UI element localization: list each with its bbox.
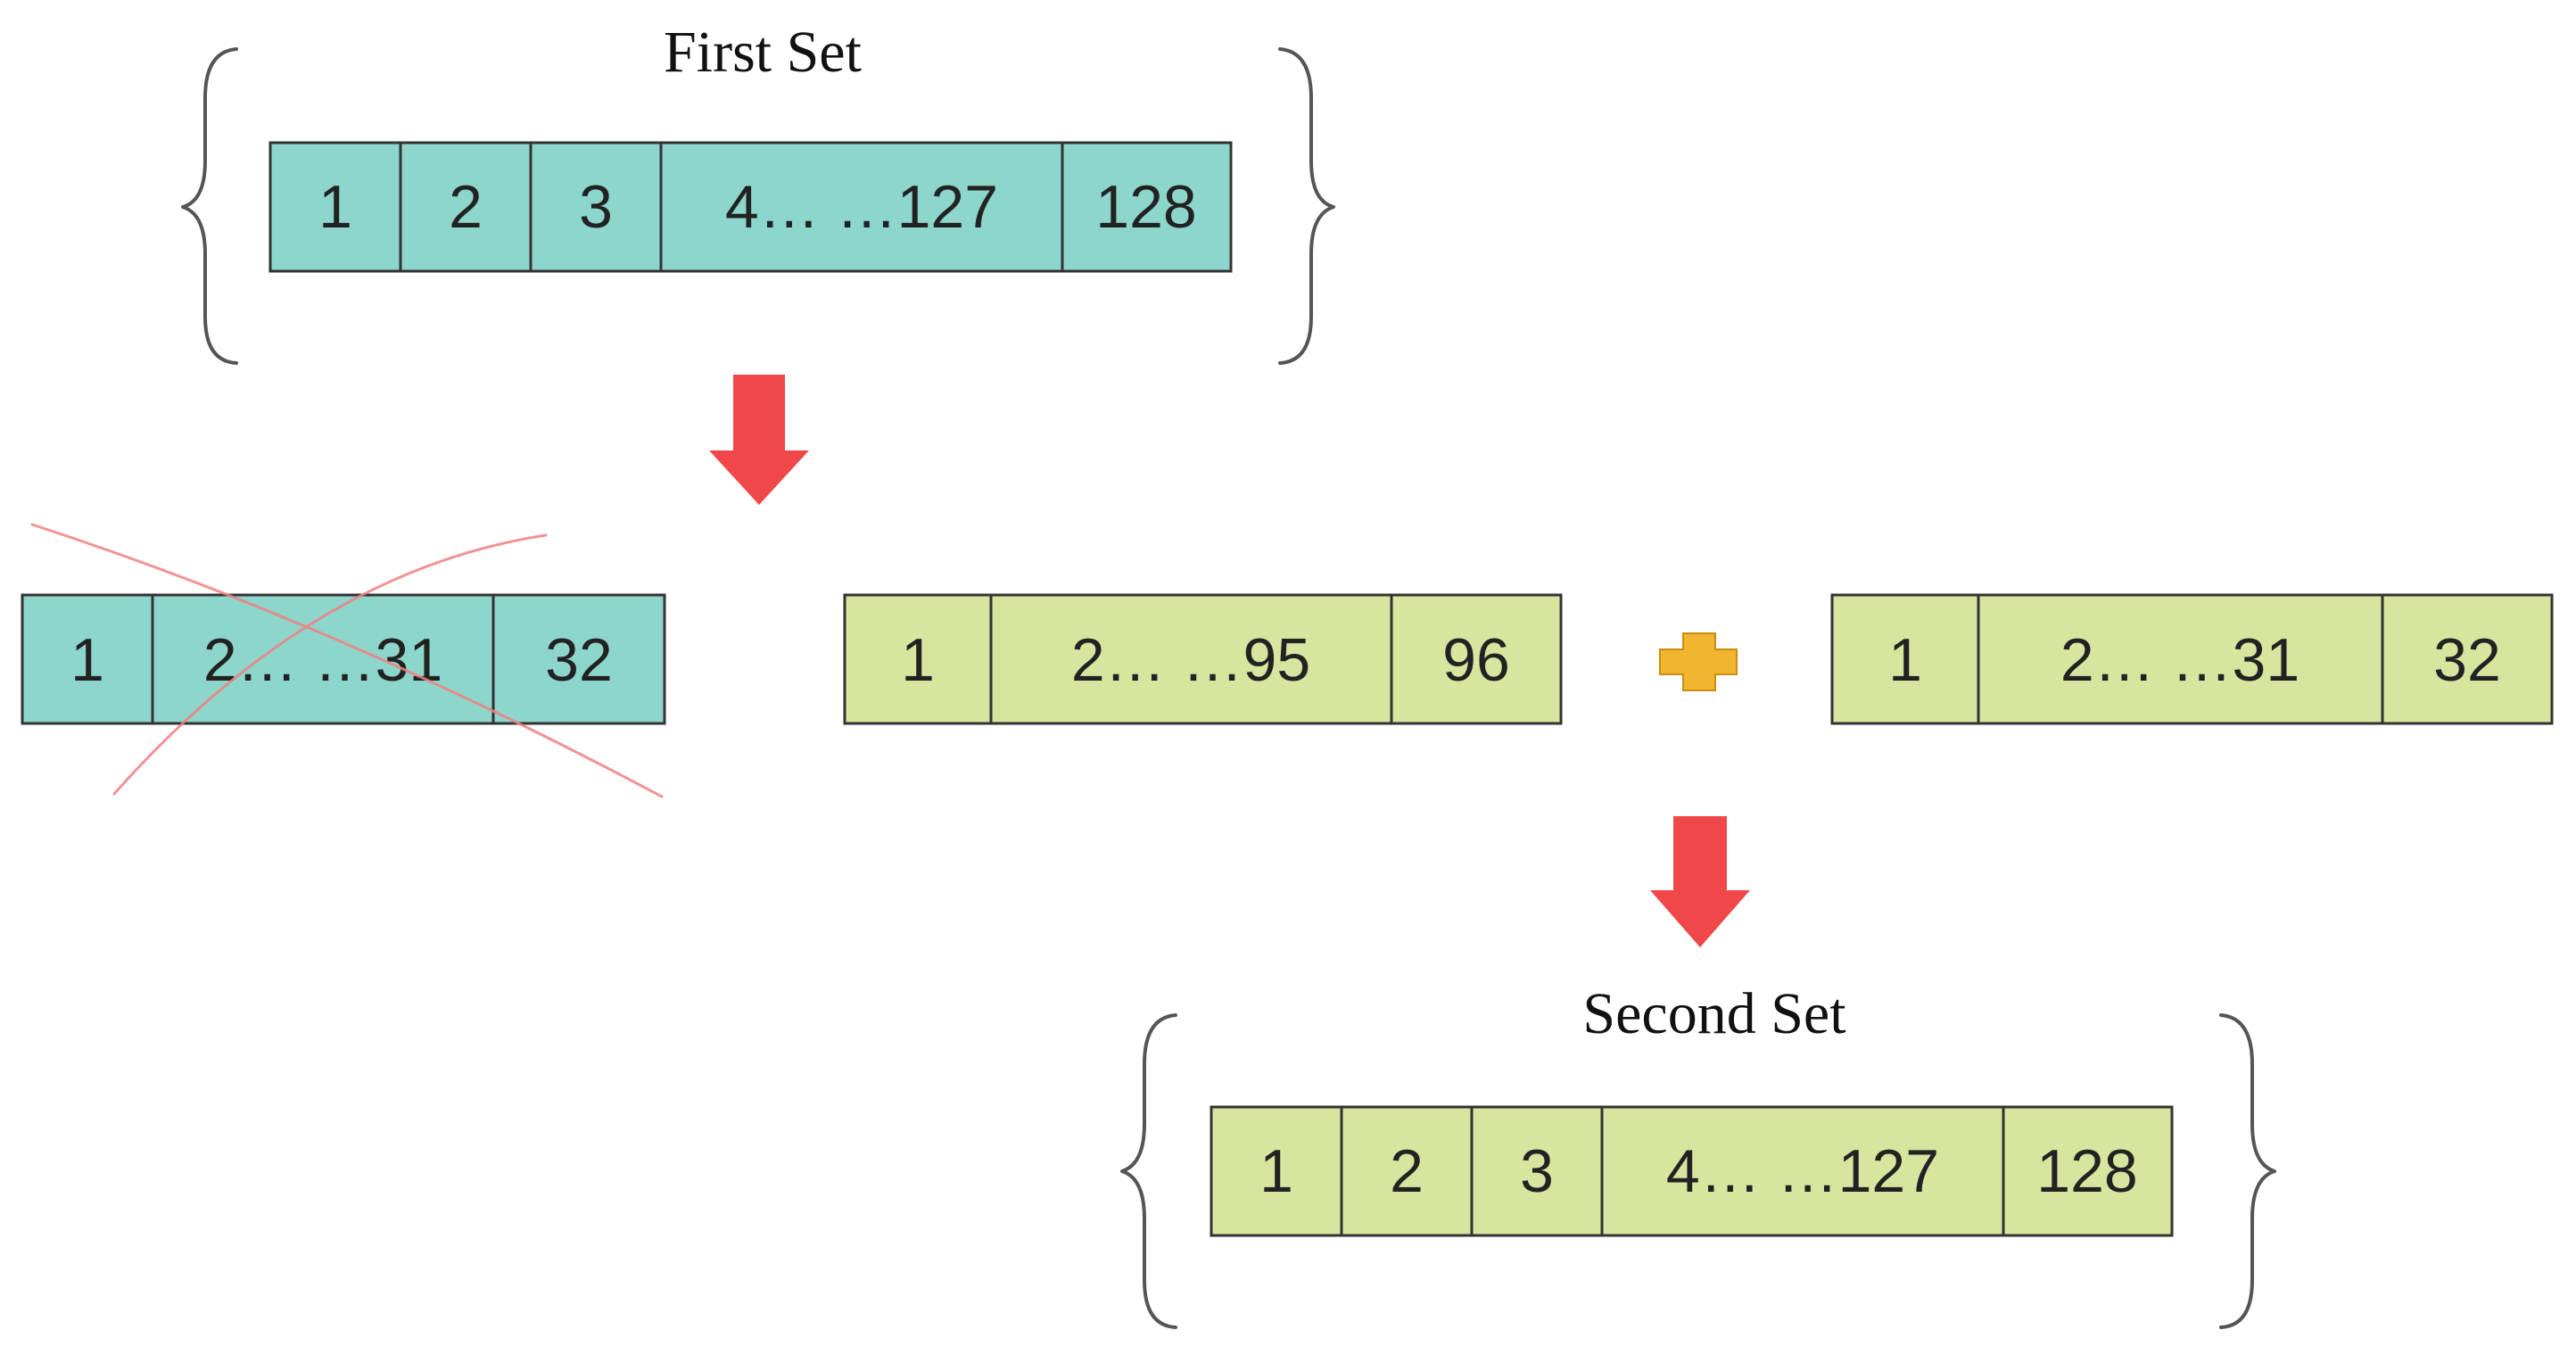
- second-set-cell-label: 2: [1390, 1137, 1424, 1205]
- first-set-cell-box: [1061, 141, 1233, 273]
- first-set-cell-box: [268, 141, 402, 273]
- second-set-cell-box: [1340, 1105, 1474, 1237]
- first-set-cell: 3: [529, 141, 663, 273]
- removed-block-cell-box: [491, 593, 666, 725]
- first-set-cell-box: [529, 141, 663, 273]
- added-block-cell-label: 32: [2433, 626, 2501, 694]
- first-set-cell-box: [399, 141, 533, 273]
- second-set-cell-label: 1: [1259, 1137, 1293, 1205]
- second-set-row: 1 2 3 4… …127 128: [1210, 1105, 2174, 1237]
- second-set-cell-label: 4… …127: [1666, 1137, 1939, 1205]
- first-set-cell: 2: [399, 141, 533, 273]
- second-set-title: Second Set: [1582, 981, 1845, 1046]
- added-block-cell-box: [2381, 593, 2554, 725]
- second-set-cell: 2: [1340, 1105, 1474, 1237]
- second-set-cell-label: 3: [1520, 1137, 1554, 1205]
- removed-block-cell-label: 32: [545, 626, 613, 694]
- kept-block-cell-box: [989, 593, 1393, 725]
- added-block-row: 1 2… …31 32: [1830, 593, 2554, 725]
- down-arrow-icon: [1650, 816, 1750, 947]
- kept-block-cell: 1: [843, 593, 993, 725]
- first-set-cell: 1: [268, 141, 402, 273]
- cross-out-mark: [30, 523, 664, 798]
- kept-block-cell-box: [1390, 593, 1563, 725]
- second-set-right-brace: [2219, 1013, 2276, 1329]
- removed-block: 1 2… …31 32: [21, 523, 666, 798]
- removed-block-cell-label: 1: [70, 626, 104, 694]
- removed-block-row: 1 2… …31 32: [21, 593, 666, 725]
- added-block-cell: 1: [1830, 593, 1980, 725]
- second-set-cell-box: [1470, 1105, 1604, 1237]
- added-block-cell: 2… …31: [1977, 593, 2384, 725]
- kept-block-cell-box: [843, 593, 993, 725]
- first-set-group: First Set 1 2 3 4… …127 128: [181, 20, 1335, 365]
- added-block-cell: 32: [2381, 593, 2554, 725]
- second-set-cell-box: [2002, 1105, 2174, 1237]
- first-set-cell-label: 2: [449, 173, 483, 241]
- first-set-cell: 128: [1061, 141, 1233, 273]
- cross-out-stroke: [30, 523, 664, 798]
- added-block-cell-box: [1977, 593, 2384, 725]
- second-set-cell: 128: [2002, 1105, 2174, 1237]
- kept-block-cell: 2… …95: [989, 593, 1393, 725]
- added-block-cell-label: 2… …31: [2060, 626, 2299, 694]
- first-set-title: First Set: [664, 20, 862, 85]
- first-set-cell: 4… …127: [659, 141, 1064, 273]
- first-set-left-brace: [181, 47, 238, 365]
- kept-block-cell-label: 96: [1442, 626, 1510, 694]
- removed-block-cell-label: 2… …31: [203, 626, 442, 694]
- first-set-cell-label: 128: [1095, 173, 1196, 241]
- down-arrow-icon: [709, 375, 809, 505]
- removed-block-cell: 32: [491, 593, 666, 725]
- first-set-row: 1 2 3 4… …127 128: [268, 141, 1233, 273]
- second-set-cell: 3: [1470, 1105, 1604, 1237]
- cross-out-stroke: [112, 533, 548, 796]
- second-set-cell-box: [1600, 1105, 2005, 1237]
- second-set-cell: 4… …127: [1600, 1105, 2005, 1237]
- second-set-cell-label: 128: [2036, 1137, 2137, 1205]
- kept-block-cell: 96: [1390, 593, 1563, 725]
- plus-icon: [1659, 632, 1738, 691]
- second-set-left-brace: [1120, 1013, 1177, 1329]
- first-set-cell-label: 1: [318, 173, 352, 241]
- first-set-right-brace: [1278, 47, 1335, 365]
- added-block-cell-label: 1: [1888, 626, 1922, 694]
- first-set-cell-label: 4… …127: [725, 173, 998, 241]
- first-set-cell-box: [659, 141, 1064, 273]
- kept-block-cell-label: 1: [901, 626, 935, 694]
- first-set-cell-label: 3: [579, 173, 613, 241]
- second-set-group: Second Set 1 2 3 4… …127 128: [1120, 981, 2276, 1329]
- kept-block-row: 1 2… …95 96: [843, 593, 1563, 725]
- kept-block-cell-label: 2… …95: [1071, 626, 1310, 694]
- removed-block-cell: 1: [21, 593, 154, 725]
- removed-block-cell-box: [21, 593, 154, 725]
- second-set-cell-box: [1210, 1105, 1343, 1237]
- second-set-cell: 1: [1210, 1105, 1343, 1237]
